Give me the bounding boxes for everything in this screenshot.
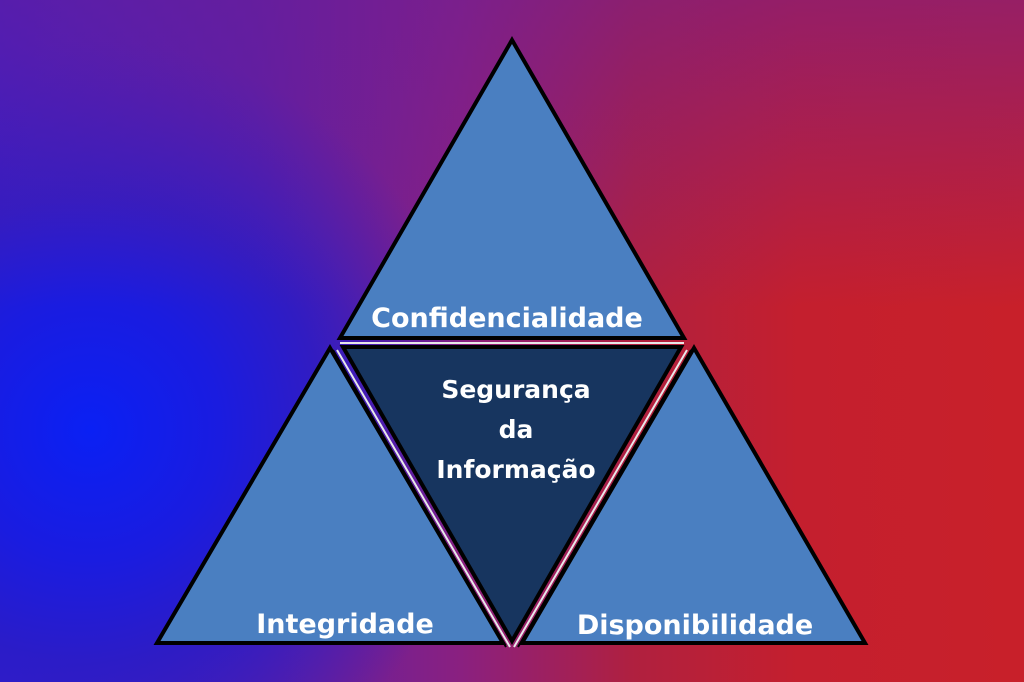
label-disponibilidade: Disponibilidade xyxy=(577,610,813,641)
separator-stroke-right xyxy=(517,349,692,648)
triangle-seguranca-informacao xyxy=(339,345,685,646)
separator-line-right xyxy=(513,349,688,648)
triangle-integridade xyxy=(153,344,507,645)
triangle-disponibilidade xyxy=(518,344,869,645)
separator-line-left xyxy=(336,349,511,648)
triangle-confidencialidade xyxy=(336,35,688,340)
label-center-line-2: da xyxy=(499,415,534,444)
label-confidencialidade: Confidencialidade xyxy=(371,303,643,334)
label-center-line-1: Segurança xyxy=(441,375,590,404)
separator-stroke-left xyxy=(332,349,507,648)
label-integridade: Integridade xyxy=(256,609,434,640)
label-center-line-3: Informação xyxy=(436,455,595,484)
